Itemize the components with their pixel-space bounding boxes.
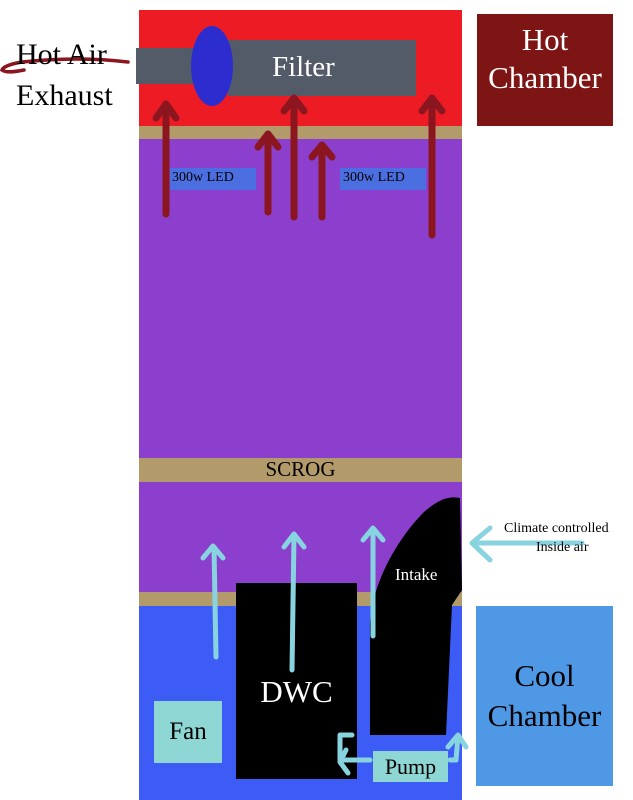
cool-arrow-head [200, 543, 226, 561]
fan-box [154, 701, 222, 763]
climate-air-label-line1: Climate controlled [504, 521, 609, 536]
led-right-box [340, 168, 426, 190]
hot-chamber-box [477, 14, 613, 126]
fan-disc-icon [191, 26, 233, 106]
hot-arrow-head [152, 100, 180, 122]
top-divider [139, 126, 462, 139]
filter-label: Filter [272, 51, 335, 83]
cool-arrow [211, 545, 219, 660]
hot-air-arrows [152, 94, 446, 239]
climate-air-arrow-head [469, 525, 493, 563]
pump-arrow [337, 732, 373, 763]
hot-arrow-head [418, 94, 446, 115]
cool-chamber-label-line2: Chamber [487, 698, 602, 733]
cool-arrow [289, 533, 297, 673]
fan-label: Fan [169, 718, 207, 745]
intake-label: Intake [395, 565, 438, 584]
led-left-box [170, 168, 256, 190]
pump-arrow [447, 733, 461, 763]
led-left-label: 300w LED [172, 170, 234, 185]
hot-arrow-head [308, 141, 336, 161]
scrog-divider [139, 458, 462, 482]
dwc-label: DWC [260, 674, 333, 709]
hot-chamber-label-line2: Chamber [488, 60, 602, 95]
pump-label: Pump [384, 754, 437, 779]
hot-air-exhaust-label-line1: Hot Air [16, 38, 107, 71]
grow-zone [139, 133, 462, 598]
pump-arrow-head [337, 747, 351, 776]
hot-arrow-head [254, 130, 282, 151]
filter-box [228, 40, 416, 96]
pump-arrow-head [445, 732, 469, 750]
cool-arrow-head [281, 531, 307, 550]
scrog-label: SCROG [265, 457, 336, 481]
hot-air-exhaust-label-line2: Exhaust [16, 79, 113, 112]
climate-air-label-line2: Inside air [536, 540, 589, 555]
pump-box [373, 751, 448, 782]
cool-chamber-label-line1: Cool [514, 658, 575, 693]
dwc-box [236, 583, 357, 779]
hot-chamber-label-line1: Hot [521, 22, 569, 57]
exhaust-outflow-icon [0, 57, 130, 74]
intake-duct [369, 497, 462, 735]
led-right-label: 300w LED [343, 170, 405, 185]
cool-air-arrows [200, 525, 585, 776]
cool-arrow-head [360, 525, 386, 543]
cool-chamber-box [476, 606, 613, 786]
hot-arrow-head [280, 94, 308, 115]
